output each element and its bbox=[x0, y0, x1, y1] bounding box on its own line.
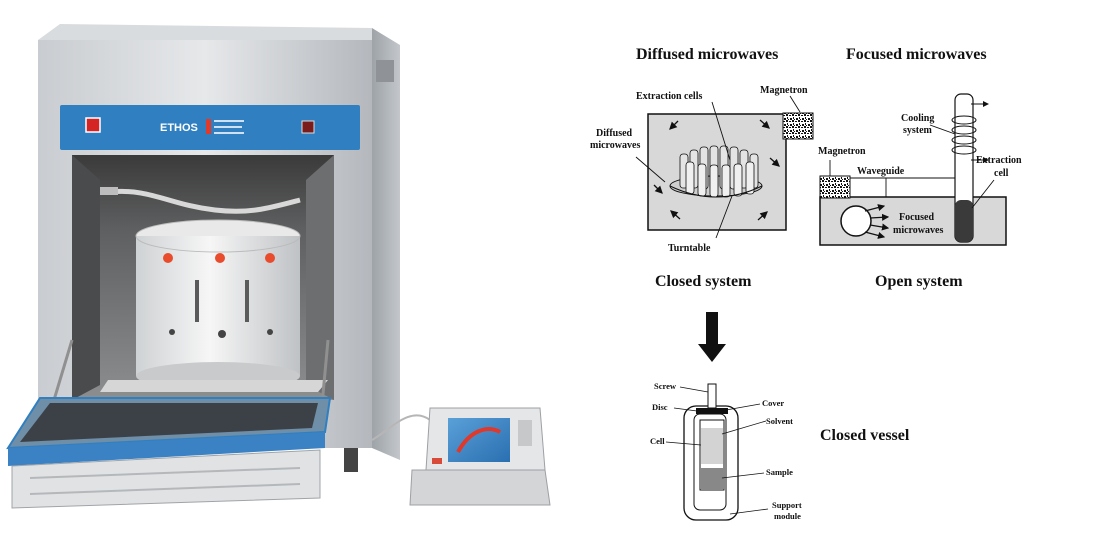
vessel-indicator-icon bbox=[215, 253, 225, 263]
magnetron-antenna bbox=[840, 205, 872, 237]
diffusion-arrows bbox=[653, 119, 780, 221]
label-diffused-microwaves: Diffused bbox=[596, 128, 633, 139]
label-magnetron-left: Magnetron bbox=[760, 85, 808, 96]
label-waveguide: Waveguide bbox=[857, 166, 905, 177]
label-magnetron-right: Magnetron bbox=[818, 146, 866, 157]
focused-wave-arrows bbox=[864, 204, 890, 239]
down-arrow-icon bbox=[698, 312, 726, 362]
label-cell: Cell bbox=[650, 436, 665, 446]
label-focused-microwaves: microwaves bbox=[893, 225, 943, 236]
label-solvent: Solvent bbox=[766, 416, 793, 426]
microwave-instrument-illustration: ETHOS bbox=[6, 24, 551, 509]
temperature-probe-cable bbox=[109, 188, 301, 214]
control-terminal bbox=[409, 407, 551, 506]
label-focused-microwaves: Focused bbox=[899, 212, 934, 223]
label-screw: Screw bbox=[654, 381, 677, 391]
label-extraction-cell: cell bbox=[994, 168, 1009, 179]
magnetron-block-right bbox=[819, 175, 851, 199]
label-extraction-cells: Extraction cells bbox=[636, 91, 702, 102]
label-cover: Cover bbox=[762, 398, 784, 408]
label-cooling-system: Cooling bbox=[901, 113, 934, 124]
label-cooling-system: system bbox=[903, 125, 933, 136]
focused-microwaves-title: Focused microwaves bbox=[846, 46, 987, 63]
extraction-cells-carousel bbox=[669, 145, 763, 198]
closed-vessel-drawing bbox=[683, 383, 739, 521]
label-extraction-cell: Extraction bbox=[976, 155, 1022, 166]
label-disc: Disc bbox=[652, 402, 668, 412]
terminal-screen bbox=[448, 418, 510, 462]
magnetron-block-left bbox=[782, 112, 814, 140]
brand-logo: ETHOS bbox=[160, 122, 198, 134]
microwave-schematic-diagram: Diffused microwaves Focused microwaves bbox=[590, 46, 1022, 521]
open-system-title: Open system bbox=[875, 273, 963, 290]
vessel-indicator-icon bbox=[265, 253, 275, 263]
label-sample: Sample bbox=[766, 467, 793, 477]
label-support-module: Support bbox=[772, 500, 802, 510]
diffused-microwaves-title: Diffused microwaves bbox=[636, 46, 778, 63]
label-diffused-microwaves: microwaves bbox=[590, 140, 640, 151]
extraction-column bbox=[951, 93, 989, 243]
power-button-icon bbox=[85, 117, 101, 133]
vessel-indicator-icon bbox=[163, 253, 173, 263]
door-sensor-icon bbox=[301, 120, 315, 134]
label-turntable: Turntable bbox=[668, 243, 711, 254]
label-support-module: module bbox=[774, 511, 801, 521]
closed-system-title: Closed system bbox=[655, 273, 752, 290]
closed-vessel-title: Closed vessel bbox=[820, 427, 910, 444]
